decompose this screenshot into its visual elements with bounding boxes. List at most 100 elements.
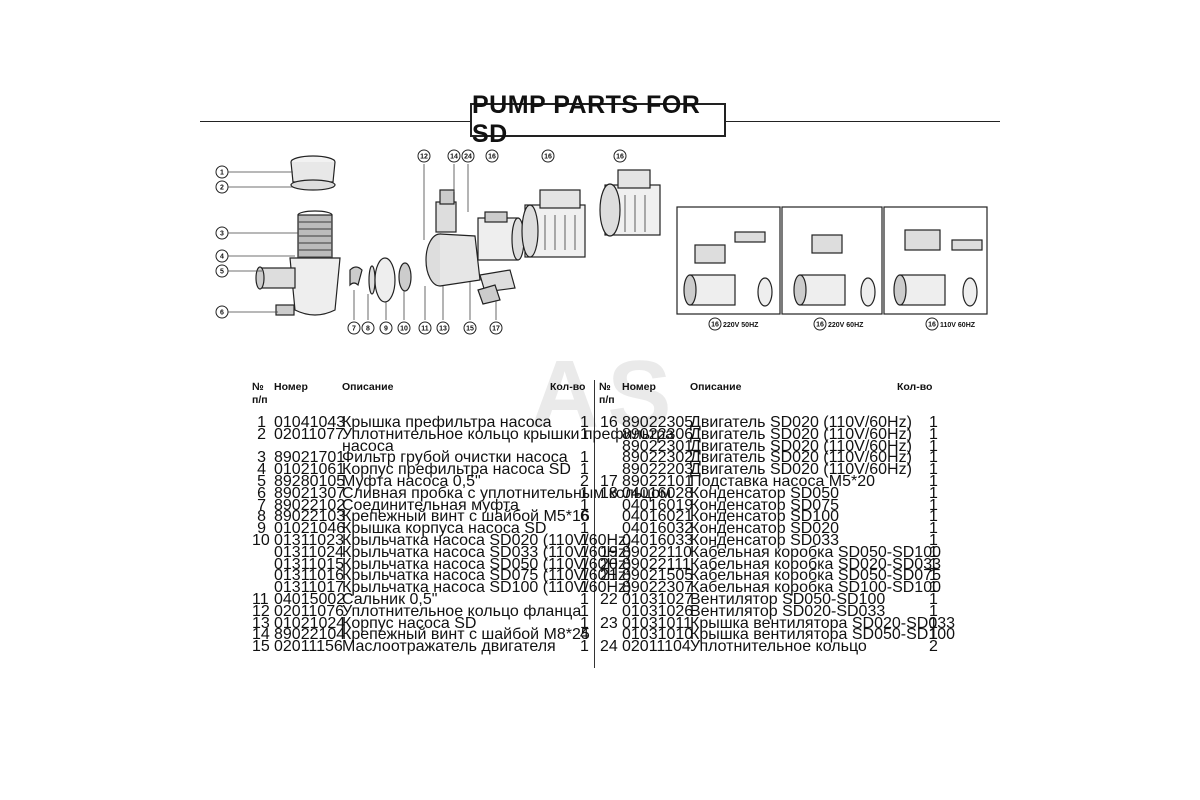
row-number: 18 [600,484,618,502]
part-code: 04016033 [622,532,694,549]
part-quantity: 1 [580,555,589,573]
right-header-code: Номер [622,381,656,393]
right-header-num: № п/п [599,381,615,406]
callout-9: 9 [384,326,388,333]
part-description: Фильтр грубой очистки насоса [342,449,568,467]
part-description: Конденсатор SD100 [690,508,839,526]
row-number: 16 [600,414,618,431]
part-code: 01031027 [622,591,694,608]
part-description: Кабельная коробка SD020-SD033 [690,555,941,573]
part-description: Уплотнительное кольцо [690,638,867,656]
part-quantity: 1 [929,461,938,479]
part-description: Крепежный винт с шайбой М5*16 [342,508,590,526]
row-number: 7 [257,496,266,514]
part-code: 89022103 [274,508,346,526]
part-quantity: 1 [929,473,938,490]
part-code: 89021307 [274,484,346,502]
part-code: 01311015 [274,555,344,573]
part-description: Крепежный винт с шайбой М8*25 [342,626,590,644]
part-description: Кабельная коробка SD050-SD075 [690,567,941,585]
variant-markers [708,317,939,331]
part-code: 89022203 [622,461,694,479]
watermark-text: AS [530,341,680,448]
left-header-desc: Описание [342,381,394,393]
callout-16c: 16 [616,154,624,161]
callout-8: 8 [366,326,370,333]
part-description: Крыльчатка насоса SD100 (110V/60Hz) [342,579,632,597]
part-quantity: 1 [580,425,589,443]
part-quantity: 1 [580,532,589,549]
callout-13: 13 [439,326,447,333]
part-description: Крыльчатка насоса SD050 (110V/60Hz) [342,555,632,573]
part-code: 01021024 [274,614,346,632]
row-number: 3 [257,449,266,467]
row-number: 24 [600,638,618,656]
motor-variant-boxes [676,206,988,315]
part-description: Двигатель SD020 (110V/60Hz) [690,449,912,467]
part-description: Сливная пробка с уплотнительным кольцом [342,484,672,502]
callout-16b: 16 [544,154,552,161]
part-quantity: 1 [929,425,938,443]
diagram-drawing [228,155,661,320]
row-number: 5 [257,473,266,490]
part-description: Соединительная муфта [342,496,519,514]
part-code: 04016021 [622,508,694,526]
part-code: 89022104 [274,626,346,644]
callout-11: 11 [421,326,429,333]
part-quantity: 1 [580,484,589,502]
part-code: 01041043 [274,414,346,431]
part-description: Вентилятор SD020-SD033 [690,602,886,620]
part-description: Двигатель SD020 (110V/60Hz) [690,437,912,455]
part-quantity: 1 [929,414,938,431]
part-description: Крышка корпуса насоса SD [342,520,547,538]
row-number: 10 [252,532,270,549]
part-code: 04015002 [274,591,346,608]
row-number: 6 [257,484,266,502]
callout-24: 24 [464,154,472,161]
part-quantity: 1 [929,555,938,573]
callout-labels: 1 2 3 4 5 6 7 8 9 10 11 13 15 17 12 14 2… [220,154,624,333]
part-description: Уплотнительное кольцо крышки префильтра [342,425,674,443]
part-quantity: 1 [929,543,938,561]
part-description: Крышка вентилятора SD020-SD033 [690,614,956,632]
callout-10: 10 [400,326,408,333]
callout-3: 3 [220,231,224,238]
part-quantity: 1 [580,579,589,597]
part-code: 01031010 [622,626,694,644]
part-quantity: 1 [580,449,589,467]
part-code: 01311016 [274,567,344,585]
part-quantity: 1 [929,614,938,632]
part-code: 89280105 [274,473,346,490]
part-code: 01311024 [274,543,344,561]
part-description: Подставка насоса М5*20 [690,473,876,490]
part-code: 01311023 [274,532,344,549]
row-number: 13 [252,614,270,632]
part-quantity: 1 [580,496,589,514]
part-code: 01021061 [274,461,346,479]
part-code: 02011156 [274,638,343,656]
part-code: 89022111 [622,555,691,573]
callout-15: 15 [466,326,474,333]
part-description: Крыльчатка насоса SD075 (110V/60Hz) [342,567,632,585]
callout-14: 14 [450,154,458,161]
right-header-desc: Описание [690,381,742,393]
part-description: Крышка префильтра насоса [342,414,552,431]
